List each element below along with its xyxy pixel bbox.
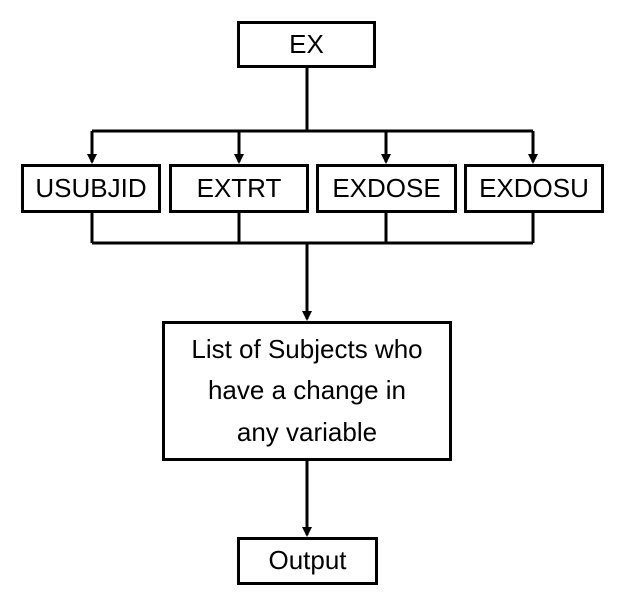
ex-label: EX	[289, 28, 324, 59]
subject-list-line-3: any variable	[236, 416, 378, 447]
subject-list-box: List of Subjects who have a change in an…	[162, 321, 452, 461]
extrt-box: EXTRT	[169, 164, 309, 213]
output-label: Output	[268, 545, 347, 576]
extrt-label: EXTRT	[196, 172, 282, 203]
subject-list-text: List of Subjects who have a change in an…	[191, 329, 422, 454]
exdosu-box: EXDOSU	[464, 164, 604, 213]
exdose-label: EXDOSE	[332, 172, 441, 203]
exdosu-label: EXDOSU	[479, 172, 589, 203]
subject-list-line-1: List of Subjects who	[191, 333, 423, 364]
output-box: Output	[237, 537, 378, 585]
usubjid-box: USUBJID	[21, 164, 161, 213]
usubjid-label: USUBJID	[35, 172, 147, 203]
ex-box: EX	[237, 21, 376, 68]
exdose-box: EXDOSE	[316, 164, 457, 213]
subject-list-line-2: have a change in	[207, 375, 407, 406]
